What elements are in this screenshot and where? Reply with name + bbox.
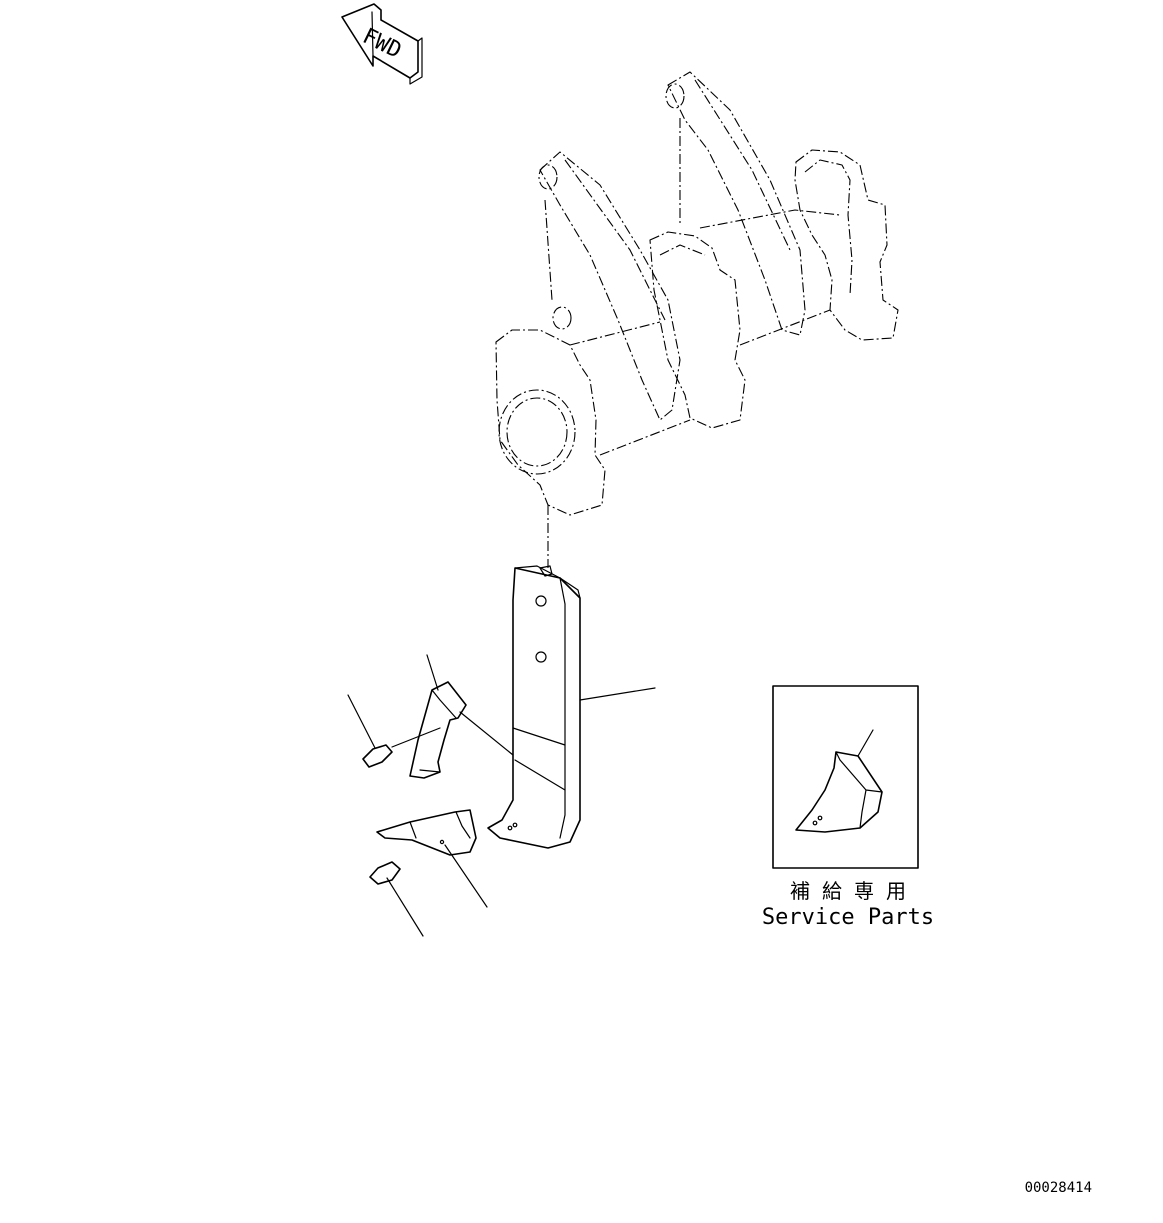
service-label-en: Service Parts [762, 905, 934, 930]
fwd-arrow-icon: FWD [341, 3, 423, 85]
protector [409, 654, 514, 779]
pin-upper [347, 694, 441, 768]
figure-number: 00028414 [1025, 1180, 1092, 1196]
pin-lower [369, 861, 424, 937]
ripper-beam-assembly [495, 71, 899, 568]
service-parts-inset: 補 給 専 用 Service Parts [762, 685, 934, 930]
service-label-jp: 補 給 専 用 [790, 879, 906, 903]
tip [376, 809, 488, 908]
shank [487, 565, 656, 849]
